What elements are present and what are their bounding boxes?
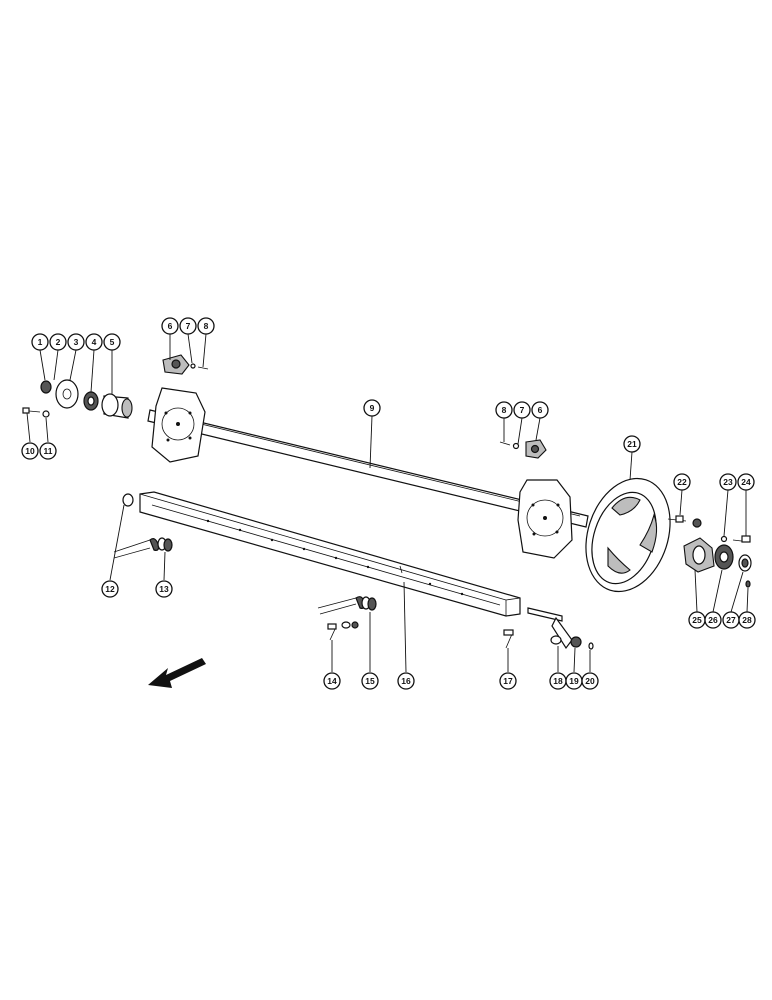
callout-label: 13 bbox=[159, 584, 169, 594]
right-bearing-housing bbox=[499, 439, 547, 459]
callout-label: 8 bbox=[204, 321, 209, 331]
callout-label: 19 bbox=[569, 676, 579, 686]
callout-19: 19 bbox=[565, 672, 583, 690]
ring-part bbox=[122, 493, 134, 507]
callout-label: 21 bbox=[627, 439, 637, 449]
callout-label: 11 bbox=[44, 446, 53, 456]
callout-label: 16 bbox=[401, 676, 411, 686]
callout-17: 17 bbox=[499, 672, 517, 690]
top-bearing-housing bbox=[162, 354, 209, 375]
callout-label: 27 bbox=[726, 615, 736, 625]
callout-label: 25 bbox=[692, 615, 702, 625]
callout-26: 26 bbox=[704, 611, 722, 629]
channel-bar bbox=[139, 491, 521, 617]
callout-label: 15 bbox=[365, 676, 375, 686]
callout-4: 4 bbox=[85, 333, 103, 351]
direction-arrow bbox=[148, 658, 206, 688]
callout-7-right: 7 bbox=[513, 401, 531, 419]
callout-12: 12 bbox=[101, 580, 119, 598]
spring-middle bbox=[317, 596, 377, 641]
callout-label: 22 bbox=[677, 477, 687, 487]
cam-ring bbox=[585, 477, 671, 593]
spring-left bbox=[113, 537, 173, 559]
callout-8-top: 8 bbox=[197, 317, 215, 335]
callout-label: 8 bbox=[502, 405, 507, 415]
callout-23: 23 bbox=[719, 473, 737, 491]
callout-24: 24 bbox=[737, 473, 755, 491]
leader-lines bbox=[26, 333, 749, 673]
callout-22: 22 bbox=[673, 473, 691, 491]
callout-3: 3 bbox=[67, 333, 85, 351]
callout-9: 9 bbox=[363, 399, 381, 417]
cam-bolt bbox=[667, 515, 702, 528]
callout-label: 10 bbox=[25, 446, 35, 456]
lever-assembly bbox=[503, 607, 594, 650]
callout-13: 13 bbox=[155, 580, 173, 598]
callout-label: 24 bbox=[741, 477, 751, 487]
callout-8-right: 8 bbox=[495, 401, 513, 419]
callout-label: 23 bbox=[723, 477, 733, 487]
callout-7-top: 7 bbox=[179, 317, 197, 335]
callout-14: 14 bbox=[323, 672, 341, 690]
callout-label: 28 bbox=[742, 615, 752, 625]
callout-label: 7 bbox=[520, 405, 525, 415]
callout-label: 9 bbox=[370, 403, 375, 413]
callout-15: 15 bbox=[361, 672, 379, 690]
callout-label: 26 bbox=[708, 615, 718, 625]
callout-label: 3 bbox=[74, 337, 79, 347]
callout-10: 10 bbox=[21, 442, 39, 460]
callout-label: 6 bbox=[168, 321, 173, 331]
callout-label: 5 bbox=[110, 337, 115, 347]
callout-6-right: 6 bbox=[531, 401, 549, 419]
callout-label: 14 bbox=[327, 676, 337, 686]
left-bolt-washer bbox=[22, 407, 50, 418]
callout-1: 1 bbox=[31, 333, 49, 351]
callout-label: 7 bbox=[186, 321, 191, 331]
callout-27: 27 bbox=[722, 611, 740, 629]
callouts: 1 2 3 4 5 6 7 8 9 10 11 8 7 6 12 13 14 1… bbox=[21, 317, 756, 690]
callout-label: 20 bbox=[585, 676, 595, 686]
callout-label: 12 bbox=[105, 584, 115, 594]
callout-5: 5 bbox=[103, 333, 121, 351]
right-flange-plate bbox=[517, 479, 573, 559]
callout-20: 20 bbox=[581, 672, 599, 690]
callout-11: 11 bbox=[39, 442, 57, 460]
callout-16: 16 bbox=[397, 672, 415, 690]
callout-25: 25 bbox=[688, 611, 706, 629]
left-flange-plate bbox=[151, 387, 206, 463]
right-bearing-assembly bbox=[683, 535, 752, 588]
callout-18: 18 bbox=[549, 672, 567, 690]
left-end-parts bbox=[40, 379, 133, 419]
callout-label: 17 bbox=[503, 676, 513, 686]
callout-label: 1 bbox=[38, 337, 43, 347]
callout-label: 6 bbox=[538, 405, 543, 415]
callout-21: 21 bbox=[623, 435, 641, 453]
callout-6-top: 6 bbox=[161, 317, 179, 335]
callout-2: 2 bbox=[49, 333, 67, 351]
callout-label: 2 bbox=[56, 337, 61, 347]
callout-28: 28 bbox=[738, 611, 756, 629]
callout-label: 18 bbox=[553, 676, 563, 686]
callout-label: 4 bbox=[92, 337, 97, 347]
